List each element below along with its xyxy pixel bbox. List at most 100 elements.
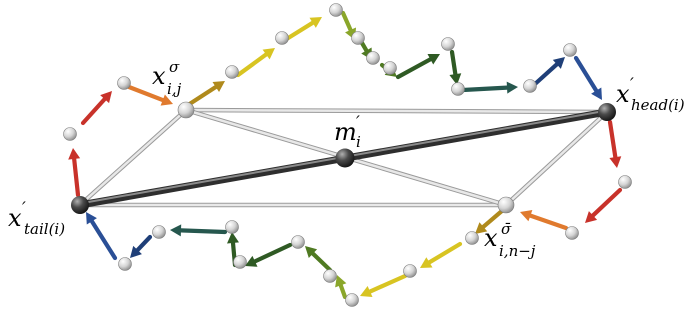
- chain-bead: [451, 82, 465, 96]
- chain-bead: [225, 65, 239, 79]
- chain-arrow-shaft: [80, 97, 107, 126]
- chain-bead: [563, 43, 577, 57]
- chain-arrow-shaft: [460, 85, 510, 93]
- label-upper-sup: σ: [169, 58, 180, 76]
- chain-arrow-head: [305, 246, 318, 258]
- chain-bead: [441, 37, 455, 51]
- spoke-rod: [78, 108, 188, 207]
- chain-arrow-shaft: [126, 84, 165, 103]
- chain-arrow-shaft: [178, 228, 228, 235]
- chain-arrow-head: [427, 54, 440, 65]
- chain-arrow-head: [100, 91, 112, 104]
- chain-arrow-head: [360, 286, 373, 298]
- bead-lower-sigma: [497, 196, 515, 214]
- chain-arrow-shaft: [528, 213, 569, 231]
- chain-arrow-head: [245, 255, 258, 267]
- chain-arrow-head: [68, 148, 81, 160]
- chain-arrow-head: [449, 73, 462, 85]
- chain-arrow-head: [309, 17, 322, 28]
- label-mid-prime: ′: [356, 113, 360, 133]
- chain-arrow-head: [160, 94, 173, 106]
- node-tail: [71, 196, 89, 214]
- chain-bead: [63, 127, 77, 141]
- chain-arrow-head: [335, 275, 347, 288]
- label-lower-sup: σ̄: [501, 220, 512, 238]
- chain-bead: [291, 235, 305, 249]
- chain-arrow-head: [520, 209, 533, 222]
- node-midpoint: [335, 148, 355, 168]
- chain-arrow-head: [262, 48, 275, 60]
- chain-bead: [523, 79, 537, 93]
- chain-bead: [345, 293, 359, 307]
- chain-bead: [351, 31, 365, 45]
- node-head: [598, 103, 616, 121]
- chain-arrow-shaft: [449, 49, 458, 77]
- chain-bead: [403, 264, 417, 278]
- label-mid: m ′ i: [334, 113, 361, 151]
- chain-arrow-shaft: [72, 156, 81, 198]
- chain-bead: [366, 51, 380, 65]
- chain-arrow-shaft: [481, 207, 506, 229]
- label-upper-main: x: [152, 62, 166, 90]
- spoke-rod: [504, 110, 609, 207]
- chain-arrow-head: [420, 257, 433, 268]
- label-mid-main: m: [334, 118, 357, 146]
- bead-upper-sigma: [177, 101, 195, 119]
- chain-bead: [275, 31, 289, 45]
- chain-bead: [233, 255, 247, 269]
- chain-arrow-shaft: [185, 84, 218, 108]
- chain-arrow-head: [609, 156, 622, 168]
- chain-bead: [118, 257, 132, 271]
- label-tail: x ′ tail(i): [8, 199, 65, 238]
- label-lower-sub: i,n−j: [499, 242, 536, 260]
- chain-bead: [152, 225, 166, 239]
- chain-arrow-shaft: [395, 57, 433, 80]
- chain-arrow-head: [552, 57, 565, 69]
- label-upper: x σ i,j: [152, 58, 182, 98]
- label-tail-main: x: [8, 204, 22, 232]
- chain-arrow-shaft: [573, 55, 599, 93]
- chain-arrow-head: [86, 212, 97, 225]
- label-head-main: x: [616, 80, 630, 108]
- label-upper-sub: i,j: [167, 80, 182, 98]
- chain-arrow-shaft: [532, 62, 559, 87]
- beads-layer: [63, 3, 632, 307]
- chain-arrow-shaft: [340, 10, 353, 33]
- chain-arrow-shaft: [252, 242, 293, 264]
- chain-arrow-shaft: [135, 234, 153, 253]
- chain-arrow-head: [130, 245, 142, 258]
- chain-bead: [618, 175, 632, 189]
- label-mid-sub: i: [356, 133, 361, 151]
- chain-bead: [323, 269, 337, 283]
- chain-arrow-head: [475, 222, 488, 234]
- chain-arrow-shaft: [367, 273, 408, 294]
- chain-arrow-shaft: [359, 40, 369, 53]
- chain-arrow-shaft: [590, 187, 623, 218]
- chain-arrow-head: [591, 87, 602, 100]
- chain-bead: [329, 3, 343, 17]
- chain-arrow-head: [170, 224, 182, 237]
- label-head-prime: ′: [630, 75, 634, 95]
- chain-arrow-head: [506, 81, 518, 94]
- chain-arrow-head: [227, 232, 239, 244]
- chain-arrow-shaft: [607, 119, 618, 160]
- label-tail-sub: tail(i): [24, 220, 65, 238]
- chain-bead: [225, 220, 239, 234]
- chain-arrow-shaft: [338, 283, 348, 300]
- chain-arrow-head: [585, 211, 598, 223]
- label-head: x ′ head(i): [616, 75, 685, 114]
- arrows-layer: [68, 10, 623, 300]
- chain-arrow-shaft: [310, 251, 333, 273]
- spoke-rod: [184, 108, 609, 114]
- label-lower: x σ̄ i,n−j: [484, 220, 536, 260]
- chain-arrow-shaft: [427, 241, 463, 265]
- label-head-sub: head(i): [631, 96, 685, 114]
- chain-arrow-shaft: [89, 219, 118, 261]
- chain-bead: [465, 231, 479, 245]
- label-lower-main: x: [484, 224, 498, 252]
- label-tail-prime: ′: [22, 199, 26, 219]
- chain-arrow-shaft: [235, 52, 269, 78]
- chain-bead: [117, 76, 131, 90]
